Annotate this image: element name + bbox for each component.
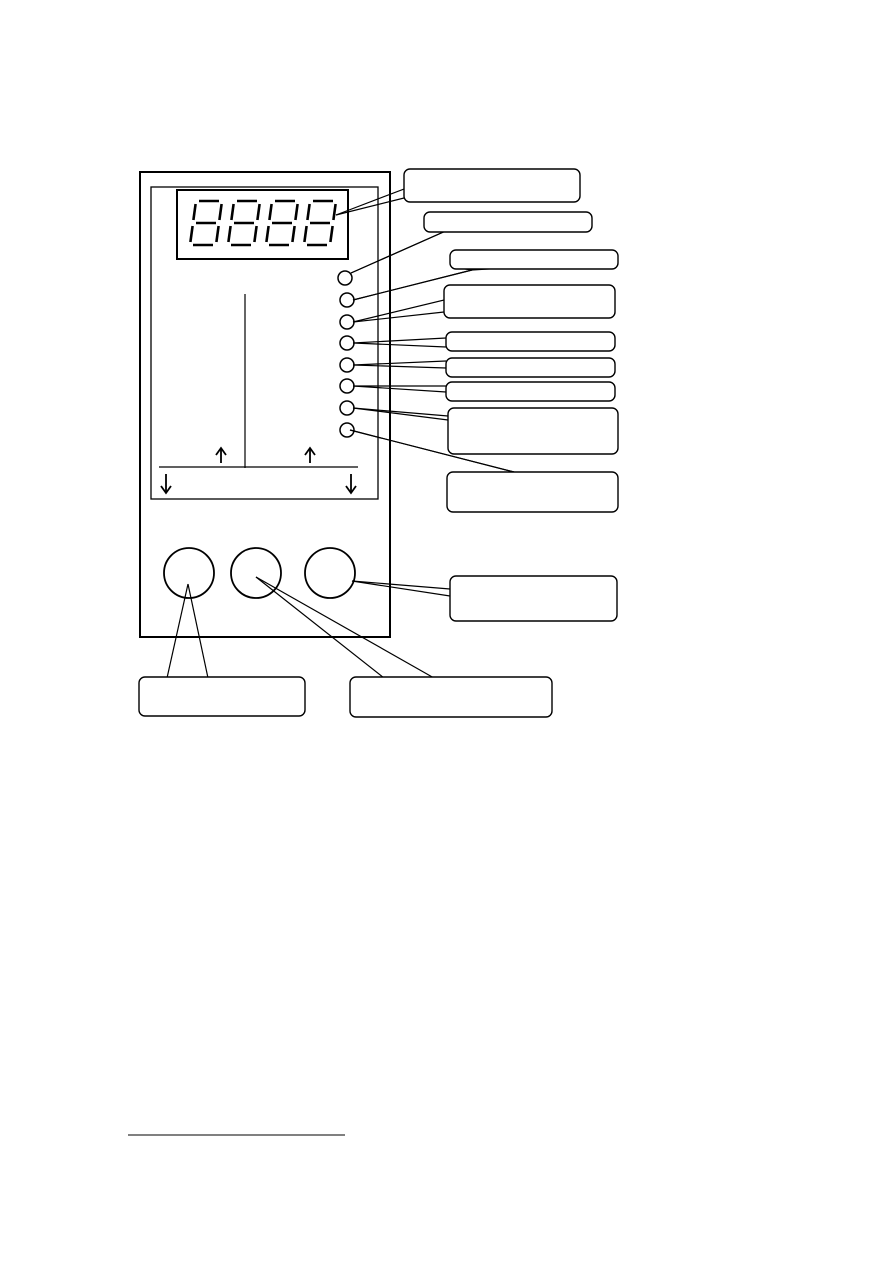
- callout-box: [445, 381, 616, 402]
- callout-box: [445, 331, 616, 352]
- callout-boxes: [138, 168, 619, 718]
- display-segment: [218, 203, 223, 221]
- arrow-up-icon: [304, 446, 316, 463]
- display-digit: [227, 199, 261, 247]
- device-housing: [139, 171, 391, 638]
- arrow-down-icon: [160, 474, 172, 495]
- callout-box: [423, 211, 593, 233]
- indicator-led: [337, 270, 353, 286]
- callout-box: [449, 575, 618, 622]
- arrow-down-icon: [345, 474, 357, 495]
- indicator-led: [339, 357, 355, 373]
- display-segment: [332, 203, 337, 221]
- display-segment: [189, 225, 194, 243]
- display-segment: [294, 203, 299, 221]
- display-segment: [306, 203, 311, 221]
- display-segment: [256, 203, 261, 221]
- display-segment: [268, 203, 273, 221]
- callout-box: [403, 168, 581, 203]
- display-digit: [265, 199, 299, 247]
- indicator-group: [337, 270, 355, 438]
- front-button-right[interactable]: [304, 547, 356, 599]
- front-button-middle[interactable]: [230, 547, 282, 599]
- indicator-led: [339, 314, 355, 330]
- display-digit: [303, 199, 337, 247]
- indicator-led: [339, 400, 355, 416]
- display-segment: [253, 225, 258, 243]
- display-digit: [189, 199, 223, 247]
- display-segment: [291, 225, 296, 243]
- callout-box: [445, 357, 616, 378]
- callout-box: [443, 284, 616, 319]
- display-segment: [192, 203, 197, 221]
- front-button-left[interactable]: [163, 547, 215, 599]
- indicator-led: [339, 292, 355, 308]
- seven-segment-display: [189, 199, 337, 247]
- indicator-led: [339, 335, 355, 351]
- display-segment: [265, 225, 270, 243]
- indicator-led: [339, 378, 355, 394]
- indicator-led: [339, 422, 355, 438]
- display-window: [176, 189, 349, 260]
- display-segment: [215, 225, 220, 243]
- callout-box: [349, 676, 553, 718]
- front-panel: [150, 186, 379, 500]
- display-segment: [230, 203, 235, 221]
- display-segment: [303, 225, 308, 243]
- display-segment: [227, 225, 232, 243]
- callout-box: [446, 471, 619, 513]
- callout-box: [447, 407, 619, 455]
- callout-box: [138, 676, 306, 717]
- arrow-up-icon: [215, 446, 227, 463]
- display-segment: [329, 225, 334, 243]
- callout-box: [449, 249, 619, 270]
